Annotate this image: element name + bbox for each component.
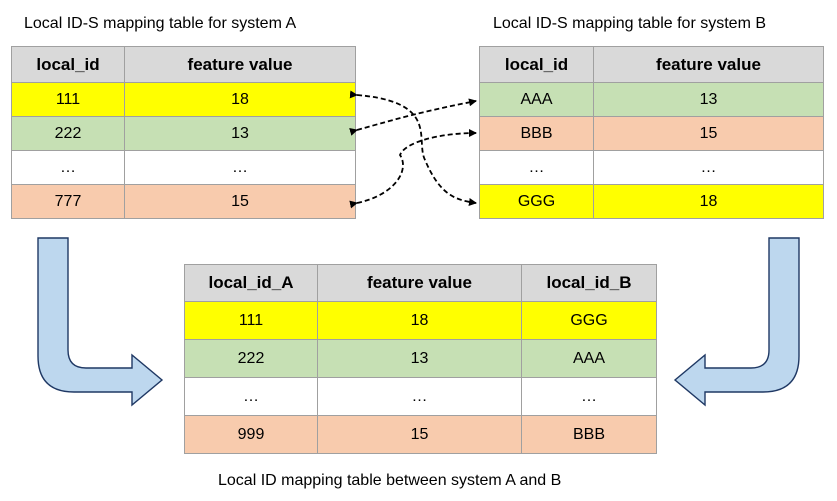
table-b-cell: … <box>593 150 824 185</box>
table-row: … … <box>11 150 356 185</box>
table-ab-caption: Local ID mapping table between system A … <box>218 472 562 489</box>
table-a-cell: … <box>124 150 356 185</box>
table-a-cell: 18 <box>124 82 356 117</box>
table-ab: local_id_A feature value local_id_B 111 … <box>184 264 657 454</box>
left-block-arrow <box>37 237 164 407</box>
table-b-cell: 18 <box>593 184 824 219</box>
table-ab-cell: GGG <box>521 301 657 340</box>
connector-222-aaa <box>349 98 477 136</box>
table-row: 111 18 <box>11 82 356 117</box>
table-ab-cell: AAA <box>521 339 657 378</box>
table-b-caption: Local ID-S mapping table for system B <box>493 15 767 32</box>
table-ab-cell: … <box>184 377 318 416</box>
table-ab-cell: BBB <box>521 415 657 454</box>
table-b-cell: AAA <box>479 82 594 117</box>
table-row: 222 13 AAA <box>184 339 657 378</box>
table-row: … … <box>479 150 824 185</box>
table-ab-header-row: local_id_A feature value local_id_B <box>184 264 657 302</box>
table-row: AAA 13 <box>479 82 824 117</box>
table-a-header-feature-value: feature value <box>124 46 356 83</box>
table-a-cell: 13 <box>124 116 356 151</box>
table-row: 111 18 GGG <box>184 301 657 340</box>
table-ab-header-local-id-a: local_id_A <box>184 264 318 302</box>
table-a-cell: 15 <box>124 184 356 219</box>
table-b-header-feature-value: feature value <box>593 46 824 83</box>
table-ab-cell: 15 <box>317 415 522 454</box>
table-b-cell: GGG <box>479 184 594 219</box>
table-b-cell: BBB <box>479 116 594 151</box>
connector-777-bbb <box>349 129 477 209</box>
table-ab-cell: 222 <box>184 339 318 378</box>
table-b-header-row: local_id feature value <box>479 46 824 83</box>
table-ab-cell: 999 <box>184 415 318 454</box>
table-ab-cell: … <box>521 377 657 416</box>
right-block-arrow <box>673 237 800 407</box>
table-ab-cell: … <box>317 377 522 416</box>
table-row: 222 13 <box>11 116 356 151</box>
table-b-cell: 15 <box>593 116 824 151</box>
table-row: 999 15 BBB <box>184 415 657 454</box>
table-row: 777 15 <box>11 184 356 219</box>
table-a-caption: Local ID-S mapping table for system A <box>24 15 297 32</box>
table-ab-cell: 111 <box>184 301 318 340</box>
table-b-header-local-id: local_id <box>479 46 594 83</box>
table-ab-cell: 18 <box>317 301 522 340</box>
table-a-cell: 777 <box>11 184 125 219</box>
table-b-cell: 13 <box>593 82 824 117</box>
table-a-cell: 111 <box>11 82 125 117</box>
table-a-header-local-id: local_id <box>11 46 125 83</box>
table-ab-cell: 13 <box>317 339 522 378</box>
table-ab-header-feature-value: feature value <box>317 264 522 302</box>
table-a-cell: 222 <box>11 116 125 151</box>
table-a: local_id feature value 111 18 222 13 … …… <box>11 46 356 219</box>
table-b-cell: … <box>479 150 594 185</box>
table-b: local_id feature value AAA 13 BBB 15 … …… <box>479 46 824 219</box>
connector-111-ggg <box>349 90 477 206</box>
table-a-header-row: local_id feature value <box>11 46 356 83</box>
table-ab-header-local-id-b: local_id_B <box>521 264 657 302</box>
table-a-cell: … <box>11 150 125 185</box>
table-row: BBB 15 <box>479 116 824 151</box>
table-row: GGG 18 <box>479 184 824 219</box>
table-row: … … … <box>184 377 657 416</box>
